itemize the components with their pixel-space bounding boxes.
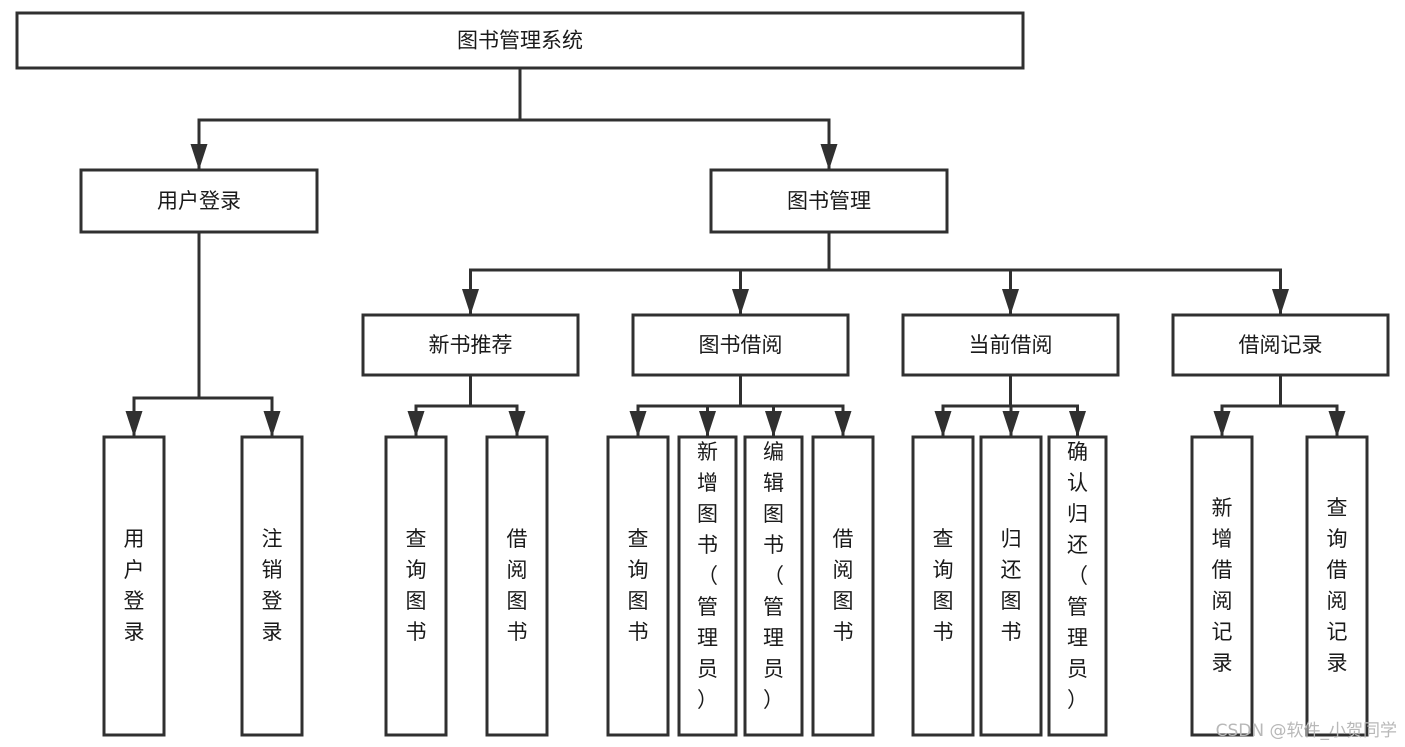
node-root[interactable]: 图书管理系统 xyxy=(15,11,1025,70)
node-leaf-user-logout[interactable]: 注销登录 xyxy=(240,435,304,737)
arrow-head-icon xyxy=(407,411,425,437)
arrow-head-icon xyxy=(834,411,852,437)
node-leaf-query-book-2[interactable]: 查询图书 xyxy=(606,435,670,737)
node-label-leaf-borrow-book-2: 借阅图书 xyxy=(833,527,854,644)
node-box-leaf-query-book-2[interactable] xyxy=(606,435,670,737)
node-label-leaf-user-logout: 注销登录 xyxy=(262,527,283,644)
arrow-head-icon xyxy=(934,411,952,437)
node-label-leaf-query-book-1: 查询图书 xyxy=(406,527,427,644)
node-label-leaf-borrow-book-1: 借阅图书 xyxy=(507,527,528,644)
node-leaf-borrow-book-2[interactable]: 借阅图书 xyxy=(811,435,875,737)
node-box-leaf-borrow-book-1[interactable] xyxy=(485,435,549,737)
node-label-book-manage: 图书管理 xyxy=(787,189,871,213)
arrow-head-icon xyxy=(765,411,782,437)
node-box-user-login[interactable] xyxy=(79,168,319,234)
arrow-head-icon xyxy=(1069,411,1086,437)
node-leaf-borrow-book-1[interactable]: 借阅图书 xyxy=(485,435,549,737)
node-box-leaf-user-login[interactable] xyxy=(102,435,166,737)
edge-group-root xyxy=(190,66,838,171)
node-leaf-edit-book[interactable]: 编辑图书（管理员） xyxy=(743,435,804,737)
node-label-leaf-query-book-2: 查询图书 xyxy=(628,527,649,644)
edge-group-borrow-record xyxy=(1213,373,1346,438)
node-book-manage[interactable]: 图书管理 xyxy=(709,168,949,234)
node-box-leaf-add-book[interactable] xyxy=(677,435,738,737)
node-box-leaf-query-record[interactable] xyxy=(1305,435,1369,737)
node-box-leaf-query-book-1[interactable] xyxy=(384,435,448,737)
arrow-head-icon xyxy=(629,411,647,437)
node-box-book-borrow[interactable] xyxy=(631,313,850,377)
arrow-head-icon xyxy=(1328,411,1346,437)
node-leaf-user-login[interactable]: 用户登录 xyxy=(102,435,166,737)
node-label-leaf-add-book: 新增图书（管理员） xyxy=(697,440,718,712)
node-box-book-manage[interactable] xyxy=(709,168,949,234)
node-label-leaf-return-book: 归还图书 xyxy=(1001,527,1022,644)
node-box-root[interactable] xyxy=(15,11,1025,70)
node-box-current-borrow[interactable] xyxy=(901,313,1120,377)
node-new-book-recommend[interactable]: 新书推荐 xyxy=(361,313,580,377)
arrow-head-icon xyxy=(1213,411,1231,437)
node-current-borrow[interactable]: 当前借阅 xyxy=(901,313,1120,377)
edge-group-book-borrow xyxy=(629,373,852,438)
node-leaf-query-book-1[interactable]: 查询图书 xyxy=(384,435,448,737)
arrow-head-icon xyxy=(820,144,838,170)
node-book-borrow[interactable]: 图书借阅 xyxy=(631,313,850,377)
arrow-head-icon xyxy=(732,289,749,315)
node-box-leaf-confirm-return[interactable] xyxy=(1047,435,1108,737)
node-leaf-query-record[interactable]: 查询借阅记录 xyxy=(1305,435,1369,737)
node-label-leaf-add-record: 新增借阅记录 xyxy=(1212,496,1233,675)
node-label-book-borrow: 图书借阅 xyxy=(699,333,783,357)
node-box-new-book-recommend[interactable] xyxy=(361,313,580,377)
node-box-leaf-add-record[interactable] xyxy=(1190,435,1254,737)
arrow-head-icon xyxy=(1002,289,1019,315)
node-leaf-return-book[interactable]: 归还图书 xyxy=(979,435,1043,737)
arrow-head-icon xyxy=(508,411,526,437)
node-box-borrow-record[interactable] xyxy=(1171,313,1390,377)
arrow-head-icon xyxy=(1002,411,1020,437)
node-leaf-query-book-3[interactable]: 查询图书 xyxy=(911,435,975,737)
arrow-head-icon xyxy=(263,411,281,437)
node-leaf-confirm-return[interactable]: 确认归还（管理员） xyxy=(1047,435,1108,737)
node-label-user-login: 用户登录 xyxy=(157,189,241,213)
node-box-leaf-borrow-book-2[interactable] xyxy=(811,435,875,737)
node-leaf-add-book[interactable]: 新增图书（管理员） xyxy=(677,435,738,737)
node-box-leaf-user-logout[interactable] xyxy=(240,435,304,737)
connectors-layer xyxy=(125,66,1346,438)
node-label-leaf-query-book-3: 查询图书 xyxy=(933,527,954,644)
edge-group-new-book-recommend xyxy=(407,373,526,438)
arrow-head-icon xyxy=(125,411,143,437)
edge-group-user-login xyxy=(125,230,281,438)
node-label-root: 图书管理系统 xyxy=(457,29,583,53)
edge-group-book-manage xyxy=(462,230,1289,316)
node-leaf-add-record[interactable]: 新增借阅记录 xyxy=(1190,435,1254,737)
node-label-leaf-user-login: 用户登录 xyxy=(124,527,145,644)
node-user-login[interactable]: 用户登录 xyxy=(79,168,319,234)
node-label-leaf-edit-book: 编辑图书（管理员） xyxy=(763,440,784,712)
node-box-leaf-query-book-3[interactable] xyxy=(911,435,975,737)
arrow-head-icon xyxy=(1272,289,1289,315)
nodes-layer: 图书管理系统用户登录图书管理新书推荐图书借阅当前借阅借阅记录用户登录注销登录查询… xyxy=(15,11,1390,737)
node-label-leaf-query-record: 查询借阅记录 xyxy=(1327,496,1348,675)
node-box-leaf-return-book[interactable] xyxy=(979,435,1043,737)
node-label-borrow-record: 借阅记录 xyxy=(1239,333,1323,357)
node-label-leaf-confirm-return: 确认归还（管理员） xyxy=(1067,440,1088,712)
node-box-leaf-edit-book[interactable] xyxy=(743,435,804,737)
edge-group-current-borrow xyxy=(934,373,1086,438)
arrow-head-icon xyxy=(699,411,716,437)
node-borrow-record[interactable]: 借阅记录 xyxy=(1171,313,1390,377)
arrow-head-icon xyxy=(190,144,208,170)
node-label-current-borrow: 当前借阅 xyxy=(969,333,1053,357)
node-label-new-book-recommend: 新书推荐 xyxy=(429,333,513,357)
arrow-head-icon xyxy=(462,289,479,315)
